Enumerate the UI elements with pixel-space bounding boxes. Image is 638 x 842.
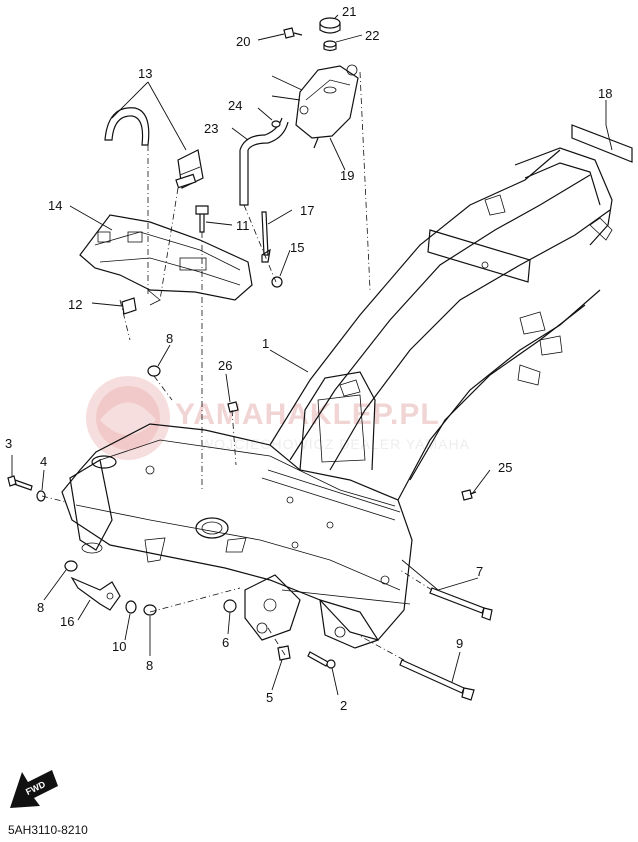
collar-6	[223, 599, 237, 613]
leader-lines	[11, 14, 613, 696]
callout-25: 25	[498, 460, 512, 475]
callout-22: 22	[365, 28, 379, 43]
callout-19: 19	[340, 168, 354, 183]
callout-8b: 8	[37, 600, 44, 615]
strap-bands	[104, 107, 204, 189]
tank-cap	[319, 17, 341, 34]
watermark-logo-icon	[86, 376, 170, 460]
callout-17: 17	[300, 203, 314, 218]
washer-10	[125, 600, 137, 614]
callout-14: 14	[48, 198, 62, 213]
reservoir-tank	[295, 64, 359, 149]
callout-10: 10	[112, 639, 126, 654]
callout-12: 12	[68, 297, 82, 312]
collar-8a	[147, 365, 161, 377]
callout-4: 4	[40, 454, 47, 469]
seat-rail-bracket	[79, 214, 253, 306]
callout-26: 26	[218, 358, 232, 373]
callout-11: 11	[236, 218, 250, 233]
callout-15: 15	[290, 240, 304, 255]
rubber-pad	[571, 124, 633, 163]
bolt-3	[7, 475, 33, 491]
callout-20: 20	[236, 34, 250, 49]
callout-24: 24	[228, 98, 242, 113]
forward-arrow-icon: FWD	[10, 770, 58, 808]
nut-15	[271, 276, 283, 288]
callout-1: 1	[262, 336, 269, 351]
callout-8a: 8	[166, 331, 173, 346]
callout-2: 2	[340, 698, 347, 713]
bolt-7	[429, 587, 493, 621]
watermark-subtext: WOJCIECHOWICZ DEALER YAMAHA	[200, 436, 470, 452]
bolt-11	[195, 205, 209, 233]
callout-6: 6	[222, 635, 229, 650]
callout-21: 21	[342, 4, 356, 19]
hose-clamp	[271, 120, 281, 128]
collar-8c	[143, 604, 157, 616]
callout-5: 5	[266, 690, 273, 705]
cable-band	[261, 211, 271, 263]
callout-8c: 8	[146, 658, 153, 673]
drawing-code: 5AH3110-8210	[8, 823, 88, 837]
callout-9: 9	[456, 636, 463, 651]
bracket-16	[70, 576, 121, 611]
assembly-lines	[41, 71, 433, 661]
clip	[121, 297, 137, 315]
callout-16: 16	[60, 614, 74, 629]
callout-7: 7	[476, 564, 483, 579]
callout-labels: 1 2 3 4 5 6 7 8 8 8 9 10 11 12 13 14 15 …	[5, 4, 612, 713]
callout-3: 3	[5, 436, 12, 451]
washer-4	[36, 490, 46, 502]
collar-8b	[64, 560, 78, 572]
breather-hose	[239, 117, 289, 206]
bolt-26	[227, 401, 239, 413]
bolt-2	[307, 651, 336, 669]
callout-13: 13	[138, 66, 152, 81]
screw-20	[283, 27, 303, 39]
grommet	[323, 40, 337, 52]
watermark-text: YAMAHAKLEP.PL	[175, 398, 440, 431]
bolt-9	[399, 659, 475, 701]
callout-18: 18	[598, 86, 612, 101]
callout-23: 23	[204, 121, 218, 136]
watermark: YAMAHAKLEP.PL WOJCIECHOWICZ DEALER YAMAH…	[86, 376, 470, 460]
